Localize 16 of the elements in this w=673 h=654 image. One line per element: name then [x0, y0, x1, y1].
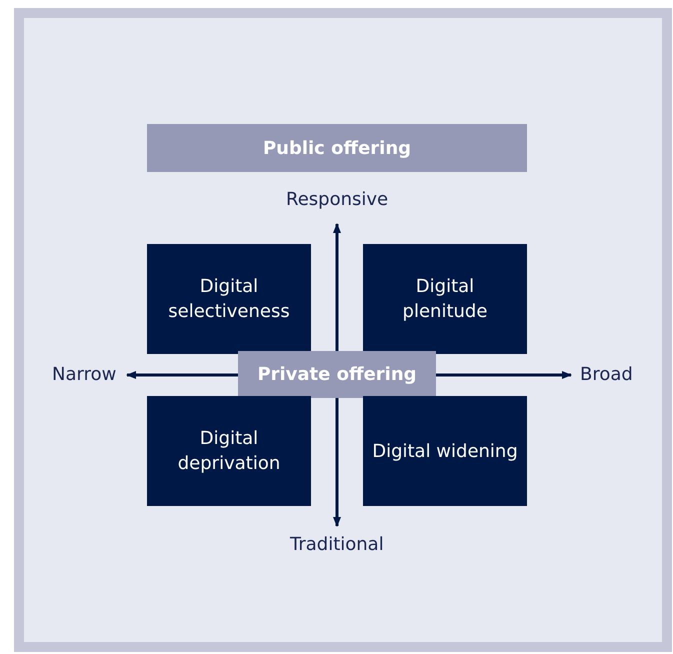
- center-box: [238, 351, 436, 398]
- axis-label: Broad: [580, 364, 633, 385]
- quadrant-box: [147, 396, 311, 506]
- quadrant-box: [363, 244, 527, 354]
- quadrant-title: Digital deprivation: [176, 427, 282, 476]
- quadrant-box: [363, 396, 527, 506]
- bar-title: Public offering: [262, 136, 412, 160]
- header-bar: [147, 124, 527, 172]
- axis-label: Traditional: [290, 534, 384, 555]
- quadrant-title: Digital plenitude: [402, 275, 488, 324]
- quadrant-title: Digital selectiveness: [167, 275, 291, 324]
- center-title: Private offering: [257, 363, 417, 387]
- quadrant-box: [147, 244, 311, 354]
- quadrant-title: Digital widening: [372, 440, 518, 464]
- axis-label: Narrow: [52, 364, 116, 385]
- axis-label: Responsive: [286, 189, 388, 210]
